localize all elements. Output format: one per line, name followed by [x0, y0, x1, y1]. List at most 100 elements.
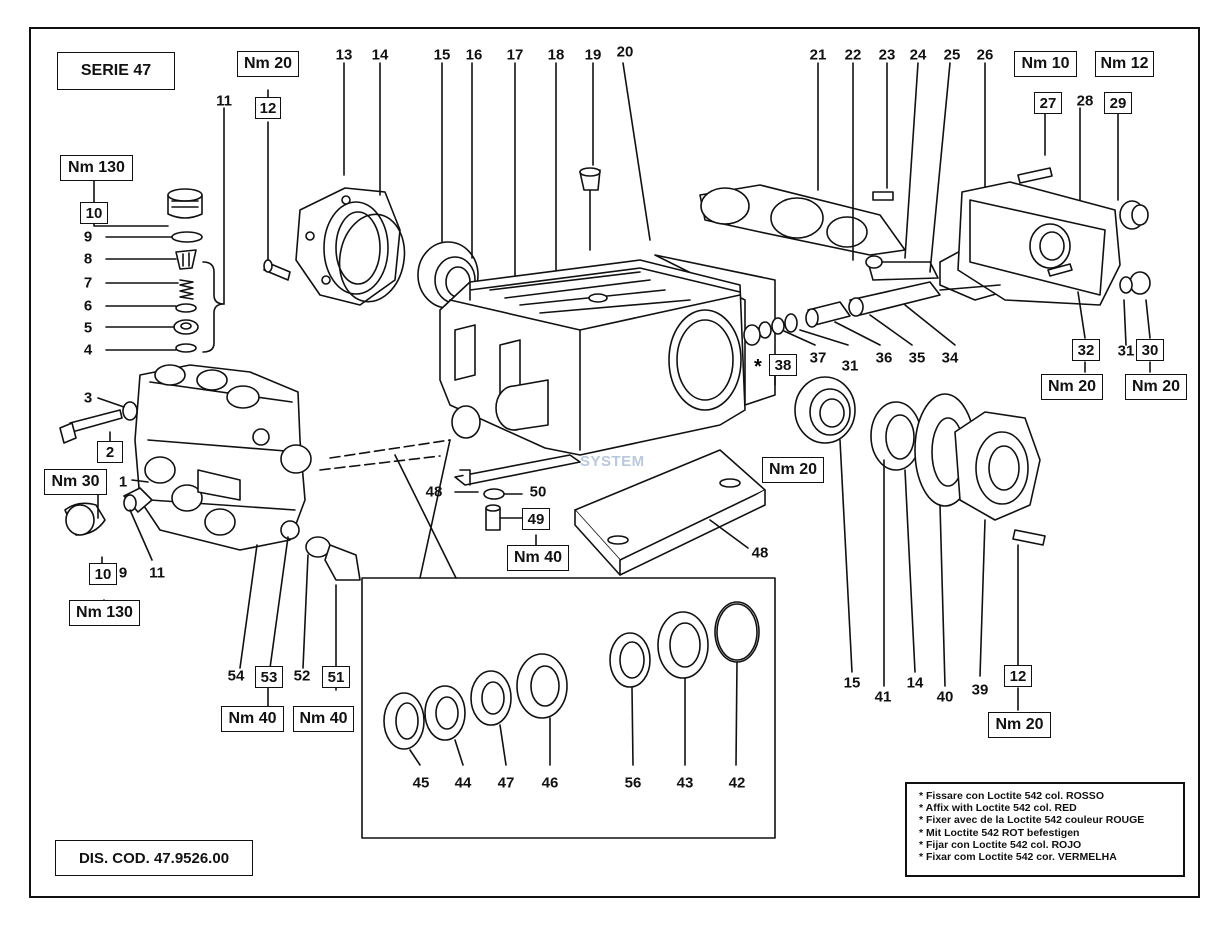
part-label: 15: [843, 674, 861, 692]
key-23: [872, 191, 894, 201]
o-ring-14: [338, 213, 406, 303]
boxed-part-27: 27: [1034, 92, 1062, 114]
boxed-part-10: 10: [89, 563, 117, 585]
part-label: 31: [1117, 342, 1135, 360]
part-label: 14: [906, 674, 924, 692]
note-line-pt: * Fixar com Loctite 542 cor. VERMELHA: [919, 851, 1117, 864]
seal-37: [743, 313, 798, 346]
plunger-guide-17: [495, 379, 549, 431]
rear-cover-28: [957, 181, 1121, 306]
torque-value: Nm 40: [221, 706, 284, 732]
torque-value: Nm 20: [1041, 374, 1103, 400]
plug-52: [305, 536, 361, 581]
bolt-2: [59, 409, 123, 444]
part-label: 5: [83, 319, 93, 337]
mounting-foot-48-right: [574, 449, 766, 576]
part-label: 26: [976, 46, 994, 64]
part-label: 31: [841, 357, 859, 375]
part-label: 39: [971, 681, 989, 699]
bearing-15-right: [794, 376, 856, 444]
boxed-part-2: 2: [97, 441, 123, 463]
valve-cage-8: [175, 249, 197, 270]
note-line-de: * Mit Loctite 542 ROT befestigen: [919, 826, 1080, 839]
o-ring-4: [175, 343, 197, 353]
part-label: 3: [83, 389, 93, 407]
part-label: 1: [118, 473, 128, 491]
part-label: 45: [412, 774, 430, 792]
part-label: 52: [293, 667, 311, 685]
torque-value: Nm 130: [69, 600, 140, 626]
washer-31: [1119, 276, 1133, 294]
part-label: 44: [454, 774, 472, 792]
part-label: 14: [371, 46, 389, 64]
plug-29: [1119, 200, 1149, 230]
torque-value: Nm 40: [293, 706, 354, 732]
boxed-part-53: 53: [255, 666, 283, 688]
part-label: 48: [751, 544, 769, 562]
manifold-head: [134, 364, 306, 551]
part-label: 21: [809, 46, 827, 64]
mounting-foot-48-left: [454, 454, 581, 486]
boxed-part-32: 32: [1072, 339, 1100, 361]
part-label: 18: [547, 46, 565, 64]
part-label: 7: [83, 274, 93, 292]
connecting-rod-25: [865, 255, 939, 281]
drawing-frame: [29, 27, 1200, 898]
boxed-part-12: 12: [1004, 665, 1032, 687]
loctite-note: * Fissare con Loctite 542 col. ROSSO * A…: [905, 782, 1185, 877]
note-line-it: * Fissare con Loctite 542 col. ROSSO: [919, 790, 1104, 802]
plug-10-bottom: [64, 502, 106, 536]
part-label: 9: [118, 564, 128, 582]
note-line-fr: * Fixer avec de la Loctite 542 couleur R…: [919, 814, 1145, 827]
part-label: 43: [676, 774, 694, 792]
torque-value: Nm 130: [60, 155, 133, 181]
part-label: 16: [465, 46, 483, 64]
part-label: 11: [216, 92, 232, 110]
part-label: 36: [875, 349, 893, 367]
piston-36: [805, 301, 851, 328]
loctite-asterisk: *: [754, 356, 762, 378]
note-line-en: * Affix with Loctite 542 col. RED: [919, 802, 1077, 815]
part-label: 42: [728, 774, 746, 792]
part-label: 4: [83, 341, 93, 359]
part-label: 50: [529, 483, 547, 501]
torque-value: Nm 20: [237, 51, 299, 77]
note-line-es: * Fijar con Loctite 542 col. ROJO: [919, 838, 1082, 851]
part-label: 6: [83, 297, 93, 315]
part-label: 25: [943, 46, 961, 64]
part-label: 11: [149, 564, 165, 582]
plug-outlet: [280, 444, 312, 474]
screw-12-right: [1012, 529, 1046, 546]
part-label: 48: [425, 483, 443, 501]
screw-32: [1047, 263, 1073, 277]
boxed-part-30: 30: [1136, 339, 1164, 361]
boxed-part-38: 38: [769, 354, 797, 376]
boxed-part-10: 10: [80, 202, 108, 224]
side-cover-39: [954, 411, 1041, 521]
valve-plug-10: [167, 188, 203, 219]
torque-value: Nm 30: [44, 469, 107, 495]
screw-49: [485, 504, 501, 531]
watermark: SYSTEM: [580, 453, 645, 470]
boxed-part-51: 51: [322, 666, 350, 688]
valve-spring-7: [179, 279, 194, 300]
screw-27: [1017, 167, 1053, 184]
part-label: 19: [584, 46, 602, 64]
part-label: 22: [844, 46, 862, 64]
part-label: 15: [433, 46, 451, 64]
drawing-code: DIS. COD. 47.9526.00: [55, 840, 253, 876]
part-label: 17: [506, 46, 524, 64]
series-title: SERIE 47: [57, 52, 175, 90]
part-label: 46: [541, 774, 559, 792]
valve-seat-6: [175, 303, 197, 313]
washer-3: [122, 401, 138, 421]
part-label: 54: [227, 667, 245, 685]
torque-value: Nm 12: [1095, 51, 1154, 77]
part-label: 8: [83, 250, 93, 268]
part-label: 23: [878, 46, 896, 64]
part-label: 28: [1076, 92, 1094, 110]
boxed-part-12: 12: [255, 97, 281, 119]
screw-12: [263, 259, 291, 281]
torque-value: Nm 20: [988, 712, 1051, 738]
